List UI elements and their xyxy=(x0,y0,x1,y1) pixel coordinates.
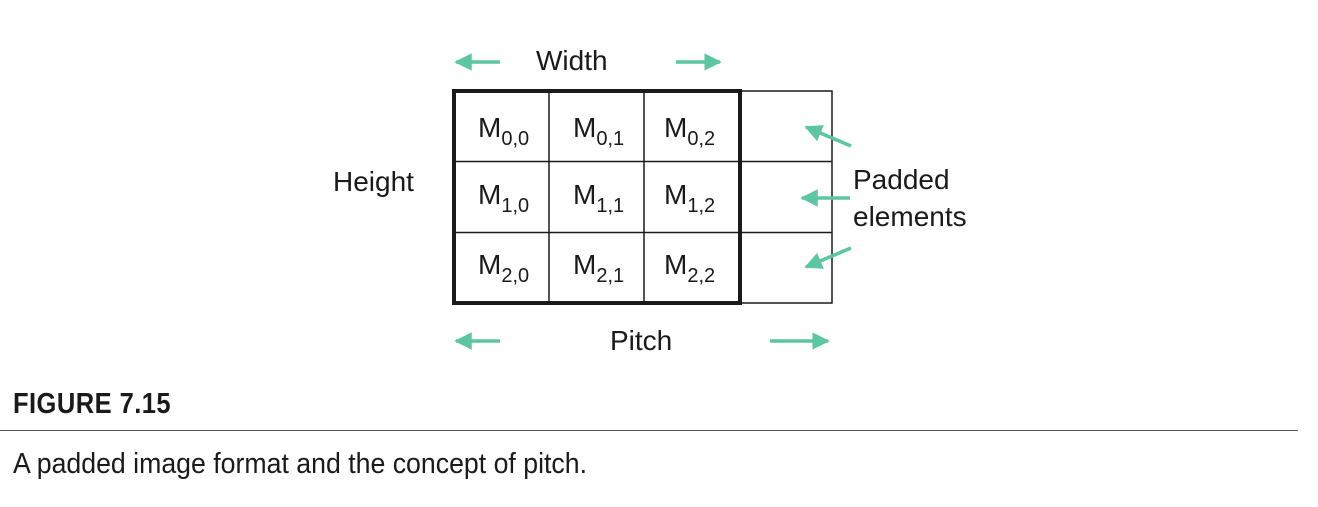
matrix-cell: M0,0 xyxy=(478,112,529,150)
matrix-cell: M1,1 xyxy=(573,179,624,217)
matrix-cell: M2,2 xyxy=(664,249,715,287)
matrix-cell: M1,2 xyxy=(664,179,715,217)
padded-image-diagram: M0,0 M0,1 M0,2 M1,0 M1,1 M1,2 M2,0 M2,1 … xyxy=(333,45,1013,356)
padded-arrow-bottom-icon xyxy=(804,246,852,269)
padded-arrow-top-icon xyxy=(804,125,852,148)
figure-caption: A padded image format and the concept of… xyxy=(13,448,588,480)
matrix-border xyxy=(452,89,742,305)
matrix-cell: M1,0 xyxy=(478,179,529,217)
width-label: Width xyxy=(536,45,608,76)
diagram-svg: M0,0 M0,1 M0,2 M1,0 M1,1 M1,2 M2,0 M2,1 … xyxy=(452,53,852,350)
caption-divider xyxy=(0,430,1298,431)
padded-label-line1: Padded xyxy=(853,164,950,195)
matrix-cell: M0,1 xyxy=(573,112,624,150)
pitch-label: Pitch xyxy=(610,325,673,356)
padded-elements-label: Padded elements xyxy=(853,161,1013,235)
matrix-cell: M0,2 xyxy=(664,112,715,150)
matrix-cell: M2,0 xyxy=(478,249,529,287)
figure-number: FIGURE 7.15 xyxy=(13,388,172,420)
matrix-cell: M2,1 xyxy=(573,249,624,287)
padded-label-line2: elements xyxy=(853,201,967,232)
height-label: Height xyxy=(333,166,414,197)
